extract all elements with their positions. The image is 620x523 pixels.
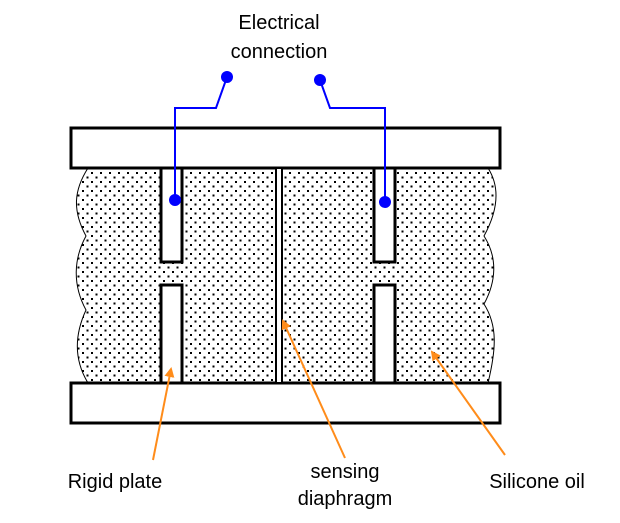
rigid-plate-bottom bbox=[69, 381, 502, 425]
left-wire bbox=[174, 76, 228, 200]
rigid-plate-label: Rigid plate bbox=[68, 471, 163, 493]
silicone-oil-arrow bbox=[430, 350, 506, 456]
left-terminal-dot bbox=[221, 71, 233, 83]
rigid-plate-top bbox=[69, 126, 502, 170]
sensing-diaphragm-label-line2: diaphragm bbox=[298, 488, 393, 510]
right-lower-electrode bbox=[372, 283, 397, 385]
left-electrode-dot bbox=[169, 194, 181, 206]
right-terminal-dot bbox=[314, 74, 326, 86]
electrical-connection-label-line1: Electrical bbox=[238, 12, 319, 34]
silicone-oil-fill bbox=[75, 167, 497, 384]
sensing-diaphragm-label-line1: sensing bbox=[311, 461, 380, 483]
right-wire bbox=[319, 79, 386, 202]
silicone-oil-label: Silicone oil bbox=[489, 471, 585, 493]
left-lower-electrode bbox=[159, 283, 184, 385]
electrical-connection-label-line2: connection bbox=[231, 41, 328, 63]
sensing-diaphragm bbox=[275, 167, 283, 384]
sensing-diaphragm-arrow bbox=[281, 319, 346, 459]
left-upper-electrode bbox=[159, 166, 184, 264]
rigid-plate-arrow bbox=[152, 367, 175, 461]
right-electrode-dot bbox=[379, 196, 391, 208]
